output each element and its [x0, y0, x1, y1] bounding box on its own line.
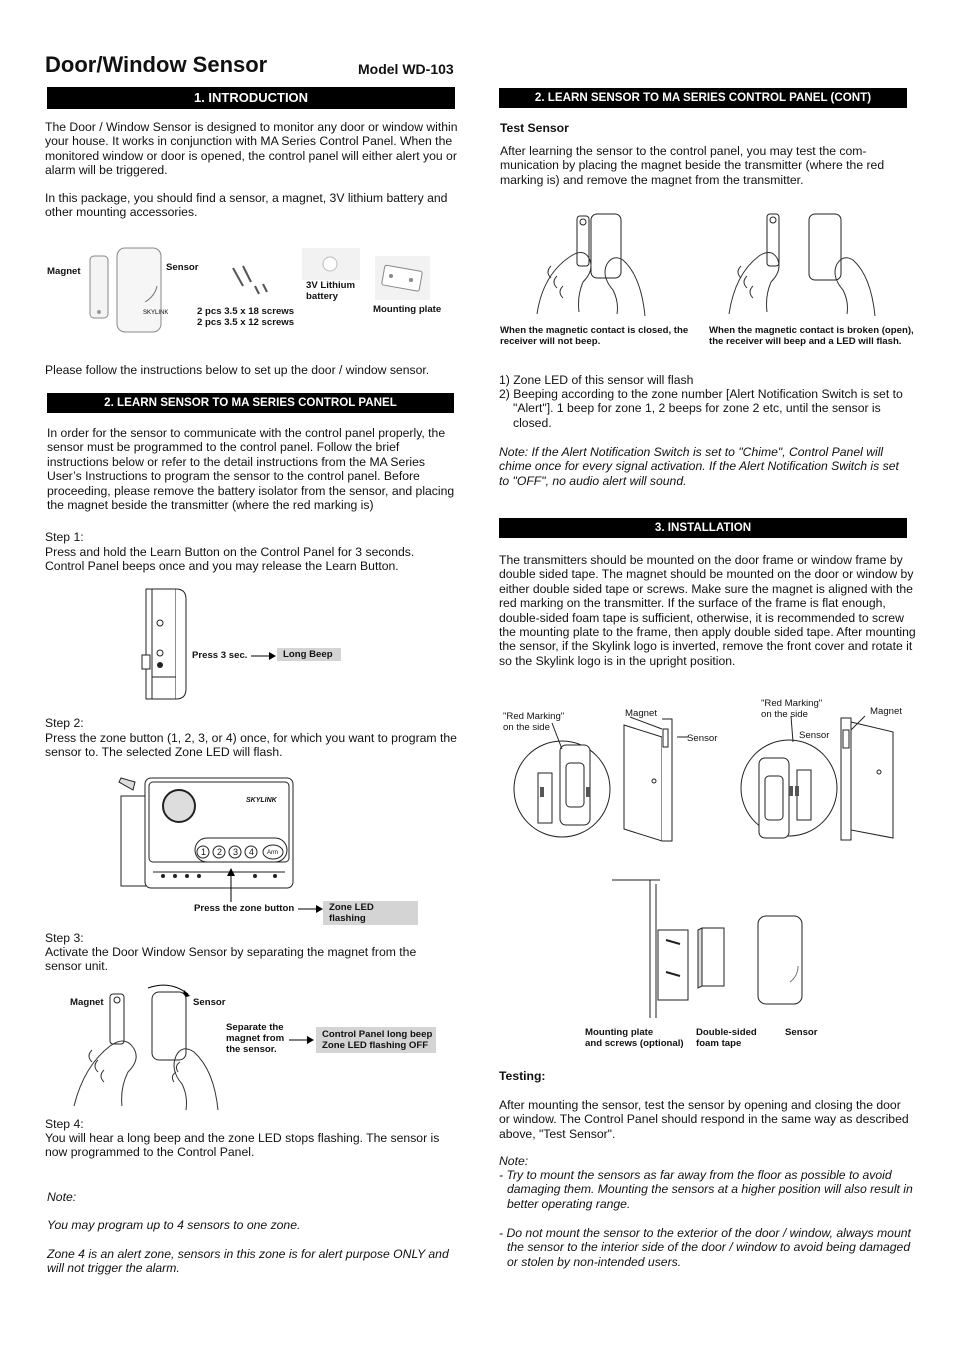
step4-title: Step 4:	[45, 1117, 84, 1131]
svg-text:SKYLINK: SKYLINK	[143, 310, 168, 316]
step3-sensor-label: Sensor	[193, 997, 226, 1008]
screws-label-18: 2 pcs 3.5 x 18 screws	[197, 306, 295, 317]
learn-note-1: You may program up to 4 sensors to one z…	[47, 1218, 301, 1232]
step2-result-badge: Zone LED flashing	[323, 901, 418, 925]
panel-key-arm: Arm	[267, 850, 278, 856]
response-list-item-1: 1) Zone LED of this sensor will flash	[499, 373, 694, 387]
step3-result-line1: Control Panel long beep	[322, 1029, 433, 1040]
step2-title: Step 2:	[45, 716, 84, 730]
step1-arrow	[251, 652, 276, 660]
red-marking-label-right-1: "Red Marking"	[761, 698, 823, 709]
battery-image-box	[302, 248, 360, 280]
sensor-image: SKYLINK	[115, 246, 168, 334]
installation-diagram-right	[733, 712, 903, 844]
mounting-plate-label-line1: Mounting plate	[585, 1027, 654, 1038]
mounting-plate-label-line2: and screws (optional)	[585, 1038, 684, 1049]
follow-instructions-text: Please follow the instructions below to …	[45, 363, 430, 377]
step3-separate-line1: Separate the	[226, 1022, 284, 1033]
mounting-plate-image-box	[375, 256, 430, 300]
testing-text: After mounting the sensor, test the sens…	[499, 1098, 909, 1141]
screws-image	[225, 264, 275, 300]
red-marking-label-right-2: on the side	[761, 709, 808, 720]
test-sensor-title: Test Sensor	[500, 121, 569, 135]
step3-arrow	[289, 1036, 314, 1044]
step1-title: Step 1:	[45, 530, 84, 544]
control-panel-front-illustration	[115, 776, 297, 894]
sensor-label-left: Sensor	[687, 733, 718, 744]
battery-label-line2: battery	[306, 291, 338, 302]
model-number: Model WD-103	[358, 61, 454, 77]
section-heading-learn: 2. LEARN SENSOR TO MA SERIES CONTROL PAN…	[47, 393, 454, 413]
response-list-item-2: 2) Beeping according to the zone number …	[499, 387, 903, 430]
installation-diagram-left	[512, 715, 697, 845]
intro-package-paragraph: In this package, you should find a senso…	[45, 191, 448, 220]
step1-text: Press and hold the Learn Button on the C…	[45, 545, 415, 574]
magnet-image	[88, 254, 112, 320]
step3-hands-illustration	[68, 976, 228, 1112]
step3-title: Step 3:	[45, 931, 84, 945]
test-open-illustration	[725, 210, 885, 318]
step3-result-line2: Zone LED flashing OFF	[322, 1040, 429, 1051]
panel-key-1: 1	[201, 847, 207, 857]
step3-separate-line2: magnet from	[226, 1033, 285, 1044]
step2-text: Press the zone button (1, 2, 3, or 4) on…	[45, 731, 457, 760]
red-marking-label-left-1: "Red Marking"	[503, 711, 565, 722]
installation-note-label: Note:	[499, 1154, 529, 1168]
foam-tape-label-line2: foam tape	[696, 1038, 742, 1049]
magnet-label-right: Magnet	[870, 706, 902, 717]
test-sensor-text: After learning the sensor to the control…	[500, 144, 885, 187]
foam-tape-label-line1: Double-sided	[696, 1027, 757, 1038]
step2-pointer-arrow	[227, 868, 235, 902]
magnet-label: Magnet	[47, 266, 81, 277]
caption-contact-open: When the magnetic contact is broken (ope…	[709, 325, 914, 347]
magnet-label-left: Magnet	[625, 708, 657, 719]
installation-note-1: - Try to mount the sensors as far away f…	[499, 1168, 913, 1211]
learn-note-2: Zone 4 is an alert zone, sensors in this…	[47, 1247, 449, 1276]
testing-title: Testing:	[499, 1069, 546, 1083]
step4-text: You will hear a long beep and the zone L…	[45, 1131, 440, 1160]
learn-intro-paragraph: In order for the sensor to communicate w…	[47, 426, 455, 513]
panel-key-2: 2	[217, 847, 223, 857]
page-title: Door/Window Sensor	[45, 52, 268, 77]
alert-switch-note: Note: If the Alert Notification Switch i…	[499, 445, 899, 488]
red-marking-label-left-2: on the side	[503, 722, 550, 733]
step2-press-label: Press the zone button	[194, 903, 295, 914]
step3-separate-line3: the sensor.	[226, 1044, 277, 1055]
step3-result-box	[316, 1027, 436, 1053]
panel-logo: SKYLINK	[246, 797, 277, 804]
step3-text: Activate the Door Window Sensor by separ…	[45, 945, 417, 974]
installation-note-2: - Do not mount the sensor to the exterio…	[499, 1226, 911, 1269]
step1-result-badge: Long Beep	[277, 648, 341, 661]
mounting-plate-label: Mounting plate	[373, 304, 442, 315]
intro-paragraph: The Door / Window Sensor is designed to …	[45, 120, 458, 178]
step1-press-label: Press 3 sec.	[192, 650, 248, 661]
screws-label-12: 2 pcs 3.5 x 12 screws	[197, 317, 295, 328]
step2-arrow	[298, 905, 323, 913]
mounting-exploded-illustration	[610, 878, 810, 1018]
control-panel-side-illustration	[140, 585, 190, 703]
mounting-plate-icon	[381, 264, 425, 294]
test-closed-illustration	[533, 210, 657, 318]
step3-magnet-label: Magnet	[70, 997, 104, 1008]
section-heading-introduction: 1. INTRODUCTION	[47, 87, 455, 109]
caption-contact-closed: When the magnetic contact is closed, the…	[500, 325, 689, 347]
battery-icon	[322, 256, 340, 274]
sensor-label-right: Sensor	[799, 730, 830, 741]
section-heading-installation: 3. INSTALLATION	[499, 518, 907, 538]
learn-note-label: Note:	[47, 1190, 77, 1204]
section-heading-learn-cont: 2. LEARN SENSOR TO MA SERIES CONTROL PAN…	[499, 88, 907, 108]
battery-label-line1: 3V Lithium	[306, 280, 356, 291]
panel-key-4: 4	[249, 847, 255, 857]
sensor-label-mounting: Sensor	[785, 1027, 818, 1038]
installation-paragraph: The transmitters should be mounted on th…	[499, 553, 916, 668]
sensor-label: Sensor	[166, 262, 199, 273]
panel-key-3: 3	[233, 847, 239, 857]
